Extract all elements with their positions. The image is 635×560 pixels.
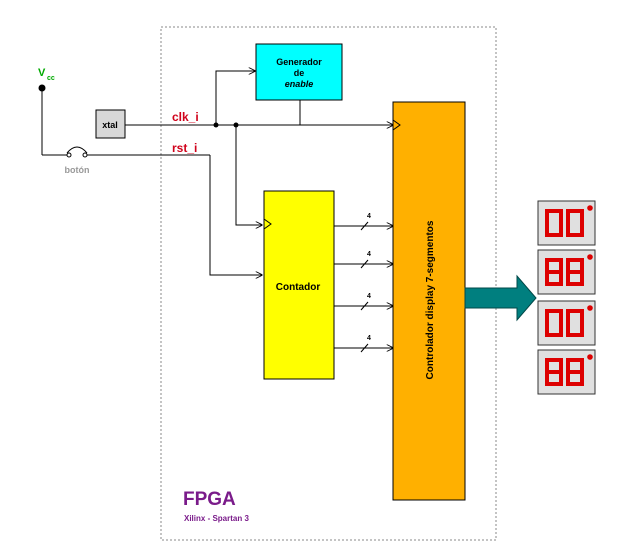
xtal-label: xtal (102, 120, 118, 130)
segment-d (566, 282, 584, 286)
decimal-point-2 (587, 305, 593, 311)
segment-e (545, 223, 549, 237)
segment-d (545, 382, 563, 386)
clk-signal-label: clk_i (172, 110, 199, 124)
counter-label: Contador (276, 282, 321, 293)
segment-d (545, 233, 563, 237)
segment-g (545, 270, 563, 274)
decimal-point-3 (587, 354, 593, 360)
clk-to-counter-wire (235, 125, 262, 225)
segment-b (580, 358, 584, 372)
segment-b (559, 309, 563, 323)
display-controller-label: Controlador display 7-segmentos (425, 220, 436, 379)
segment-f (566, 358, 570, 372)
segment-e (566, 372, 570, 386)
bus-0: 4 (334, 213, 393, 231)
segment-g (566, 270, 584, 274)
segment-d (566, 333, 584, 337)
segment-b (559, 209, 563, 223)
fpga-title: FPGA (183, 489, 236, 510)
segment-d (566, 233, 584, 237)
segment-a (566, 309, 584, 313)
decimal-point-0 (587, 205, 593, 211)
fpga-subtitle: Xilinx - Spartan 3 (184, 514, 249, 523)
segment-a (566, 209, 584, 213)
segment-f (566, 209, 570, 223)
segment-c (559, 323, 563, 337)
segment-b (580, 209, 584, 223)
enable-line2: de (294, 68, 305, 78)
segment-g (545, 370, 563, 374)
segment-e (545, 323, 549, 337)
bus-width-3: 4 (367, 335, 371, 342)
segment-f (545, 258, 549, 272)
bus-width-1: 4 (367, 251, 371, 258)
output-arrow (464, 274, 537, 322)
segment-a (545, 358, 563, 362)
segment-e (545, 272, 549, 286)
seven-segment-displays (537, 200, 596, 395)
vcc-subscript: cc (47, 75, 55, 82)
segment-c (559, 372, 563, 386)
bus-2: 4 (334, 293, 393, 311)
segment-c (580, 372, 584, 386)
vcc-symbol: V (38, 67, 46, 79)
segment-a (566, 358, 584, 362)
segment-c (580, 223, 584, 237)
counter-box (263, 190, 335, 380)
decimal-point-1 (587, 254, 593, 260)
segment-e (545, 372, 549, 386)
segment-b (580, 258, 584, 272)
enable-line1: Generador (276, 57, 322, 67)
segment-a (545, 309, 563, 313)
segment-d (566, 382, 584, 386)
segment-b (559, 358, 563, 372)
segment-e (566, 272, 570, 286)
segment-b (559, 258, 563, 272)
bus-width-2: 4 (367, 293, 371, 300)
segment-f (545, 358, 549, 372)
segment-b (580, 309, 584, 323)
xtal-box (95, 109, 126, 139)
rst-signal-label: rst_i (172, 141, 197, 155)
segment-g (566, 370, 584, 374)
clk-to-enable-wire (215, 71, 255, 125)
segment-e (566, 323, 570, 337)
segment-f (566, 258, 570, 272)
segment-f (545, 209, 549, 223)
segment-c (559, 272, 563, 286)
segment-c (559, 223, 563, 237)
display-controller-box (392, 101, 466, 501)
enable-line3: enable (285, 79, 314, 89)
segment-c (580, 272, 584, 286)
segment-d (545, 282, 563, 286)
bus-1: 4 (334, 251, 393, 269)
segment-a (545, 258, 563, 262)
segment-f (566, 309, 570, 323)
bus-width-0: 4 (367, 213, 371, 220)
segment-e (566, 223, 570, 237)
vcc-source: V cc (38, 67, 67, 156)
button-label: botón (65, 165, 90, 175)
segment-a (545, 209, 563, 213)
segment-f (545, 309, 549, 323)
bus-3: 4 (334, 335, 393, 353)
segment-d (545, 333, 563, 337)
rst-wire (209, 155, 262, 275)
segment-a (566, 258, 584, 262)
push-button: botón (65, 146, 90, 175)
enable-generator-box (255, 43, 343, 101)
segment-c (580, 323, 584, 337)
